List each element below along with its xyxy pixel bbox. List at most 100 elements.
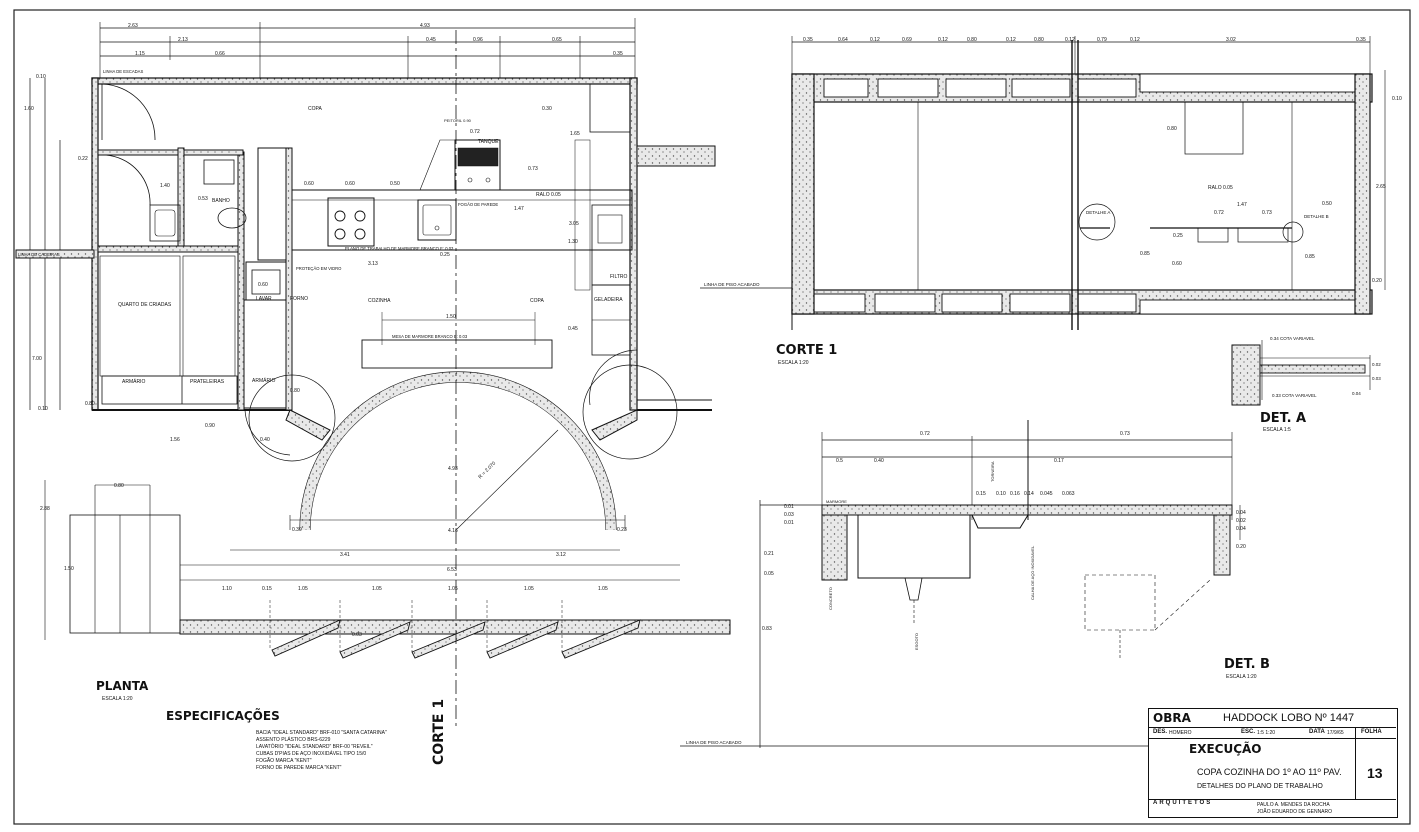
note-mesa-marmore: MESA DE MARMORE BRANCO E: 0.03 bbox=[392, 334, 468, 339]
specifications-list: BACIA "IDEAL STANDARD" BRF-010 "SANTA CA… bbox=[256, 730, 387, 771]
title-block: OBRA HADDOCK LOBO Nº 1447 DES. HOMERO ES… bbox=[1148, 708, 1398, 818]
section-dim: 2.65 bbox=[1376, 184, 1386, 190]
note-detalhe-b: DETALHE B bbox=[1304, 214, 1329, 219]
plan-dim: 0.39 bbox=[292, 527, 302, 533]
section-dim: 1.47 bbox=[1237, 202, 1247, 208]
det-a-dim: 0.03 bbox=[1372, 376, 1381, 381]
section-dim: 0.80 bbox=[967, 37, 977, 43]
det-b-dim: 0.01 bbox=[784, 504, 794, 510]
plan-dim: 0.25 bbox=[440, 252, 450, 258]
note-fogao-parede: FOGÃO DE PAREDE bbox=[458, 202, 498, 207]
data-value: 17/9/65 bbox=[1327, 730, 1344, 736]
plan-dim: 3.41 bbox=[340, 552, 350, 558]
obra-value: HADDOCK LOBO Nº 1447 bbox=[1223, 712, 1355, 724]
des-label: DES. bbox=[1153, 729, 1168, 735]
plan-dim: 1.05 bbox=[298, 586, 308, 592]
detail-b bbox=[680, 420, 1241, 748]
section-dim: 0.69 bbox=[902, 37, 912, 43]
plan-dim: 1.05 bbox=[524, 586, 534, 592]
des-value: HOMERO bbox=[1169, 730, 1192, 736]
det-b-dim: 0.03 bbox=[784, 512, 794, 518]
note-ralo-section: RALO 0.05 bbox=[1208, 185, 1233, 191]
det-b-dim: 0.83 bbox=[762, 626, 772, 632]
section-dim: 0.20 bbox=[1372, 278, 1382, 284]
obra-label: OBRA bbox=[1153, 711, 1191, 725]
det-b-dim: 0.05 bbox=[764, 571, 774, 577]
section-dim: 0.12 bbox=[1006, 37, 1016, 43]
plan-dim: 1.05 bbox=[598, 586, 608, 592]
detail-b-title: DET. B bbox=[1224, 657, 1270, 672]
plan-dim: 0.50 bbox=[390, 181, 400, 187]
plan-dim: 1.50 bbox=[446, 314, 456, 320]
det-b-dim: 0.10 bbox=[996, 491, 1006, 497]
det-a-note: 0.33 COTA VARIAVEL bbox=[1272, 393, 1317, 398]
det-b-dim: 0.20 bbox=[1236, 544, 1246, 550]
plan-dim: 0.60 bbox=[258, 282, 268, 288]
section-dim: 0.64 bbox=[838, 37, 848, 43]
plan-dim: 0.90 bbox=[205, 423, 215, 429]
spec-item: BACIA "IDEAL STANDARD" BRF-010 "SANTA CA… bbox=[256, 730, 387, 736]
plan-dim: 0.10 bbox=[38, 406, 48, 412]
det-b-note-esgoto: ESGOTO bbox=[914, 633, 919, 650]
det-b-dim: 0.21 bbox=[764, 551, 774, 557]
room-label-tanque: TANQUE bbox=[478, 139, 499, 145]
plan-dim: 1.30 bbox=[568, 239, 578, 245]
det-a-dim: 0.04 bbox=[1352, 391, 1361, 396]
arquitetos-label: ARQUITETOS bbox=[1153, 800, 1213, 806]
plan-dim: 0.60 bbox=[345, 181, 355, 187]
section-dim: 0.12 bbox=[870, 37, 880, 43]
section-dim: 0.12 bbox=[938, 37, 948, 43]
plan-dim: 0.15 bbox=[262, 586, 272, 592]
plan-title: PLANTA bbox=[96, 679, 149, 693]
note-linha-piso: LINHA DE PISO ACABADO bbox=[704, 282, 760, 287]
room-label-geladeira: GELADEIRA bbox=[594, 297, 623, 303]
note-peitoril: PEITORIL 0.90 bbox=[444, 118, 472, 123]
folha-label: FOLHA bbox=[1361, 729, 1382, 735]
section-marker-corte-1: CORTE 1 bbox=[431, 699, 447, 765]
detail-a-labels: 0.34 COTA VARIAVEL 0.33 COTA VARIAVEL 0.… bbox=[1270, 336, 1381, 398]
plan-dim: 0.22 bbox=[78, 156, 88, 162]
plan-dim: 0.80 bbox=[290, 388, 300, 394]
section-dim: 0.79 bbox=[1097, 37, 1107, 43]
det-b-dim: 0.73 bbox=[1120, 431, 1130, 437]
plan-dim: 1.15 bbox=[135, 51, 145, 57]
section-dim: 0.10 bbox=[1392, 96, 1402, 102]
plan-dim: 1.50 bbox=[64, 566, 74, 572]
det-b-dim: 0.04 bbox=[1236, 526, 1246, 532]
room-label-armario: ARMÁRIO bbox=[252, 377, 275, 384]
room-label-lavar: LAVAR bbox=[256, 296, 272, 302]
specifications-title: ESPECIFICAÇÕES bbox=[166, 708, 280, 723]
plan-dim: 2.88 bbox=[40, 506, 50, 512]
note-raio: R = 2.070 bbox=[477, 460, 497, 480]
section-dim: 0.12 bbox=[1130, 37, 1140, 43]
plan-dim: 7.00 bbox=[32, 356, 42, 362]
detail-b-labels: 0.72 0.73 0.5 0.40 0.15 0.10 0.16 0.14 0… bbox=[686, 431, 1246, 745]
plan-dim: 0.03 bbox=[352, 632, 362, 638]
section-dim: 0.12 bbox=[1065, 37, 1075, 43]
section-dim: 0.73 bbox=[1262, 210, 1272, 216]
det-a-note: 0.34 COTA VARIAVEL bbox=[1270, 336, 1315, 341]
section-dim: 3.02 bbox=[1226, 37, 1236, 43]
plan-dim: 1.05 bbox=[372, 586, 382, 592]
det-a-dim: 0.02 bbox=[1372, 362, 1381, 367]
section-dim: 0.25 bbox=[1173, 233, 1183, 239]
note-linha-escadas: LINHA DE ESCADAS bbox=[103, 69, 143, 74]
plan-scale: ESCALA 1:20 bbox=[102, 696, 133, 702]
architect-1: PAULO A. MENDES DA ROCHA bbox=[1257, 802, 1330, 808]
plan-dim: 0.10 bbox=[36, 74, 46, 80]
plan-dim: 0.66 bbox=[215, 51, 225, 57]
det-b-dim: 0.045 bbox=[1040, 491, 1053, 497]
spec-item: LAVATÓRIO "IDEAL STANDARD" BRF-00 "REVEI… bbox=[256, 743, 373, 750]
det-b-note-marmore: MARMORE bbox=[826, 499, 847, 504]
det-b-note-linha-piso: LINHA DE PISO ACABADO bbox=[686, 740, 742, 745]
det-b-dim: 0.14 bbox=[1024, 491, 1034, 497]
plan-dim: 1.65 bbox=[570, 131, 580, 137]
section-dim: 0.80 bbox=[1034, 37, 1044, 43]
plan-dim: 0.53 bbox=[198, 196, 208, 202]
spec-item: ASSENTO PLÁSTICO BRS-6229 bbox=[256, 736, 331, 743]
folha-value: 13 bbox=[1367, 765, 1383, 781]
section-dim: 0.80 bbox=[1167, 126, 1177, 132]
det-b-dim: 0.40 bbox=[874, 458, 884, 464]
section-scale: ESCALA 1:20 bbox=[778, 360, 809, 366]
